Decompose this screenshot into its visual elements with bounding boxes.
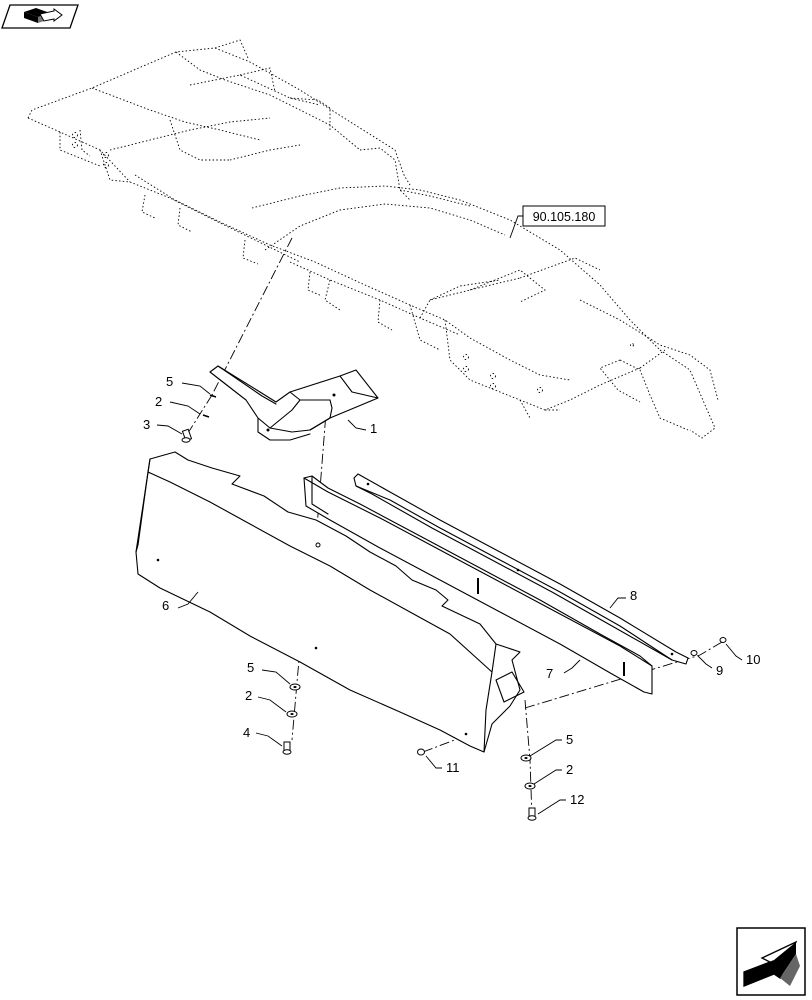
- callout-2-mid[interactable]: 2: [245, 688, 252, 703]
- washer-2-mid-icon: [286, 710, 298, 718]
- callout-6[interactable]: 6: [162, 598, 169, 613]
- rivet-10-icon: [719, 637, 727, 643]
- callout-1[interactable]: 1: [370, 421, 377, 436]
- callout-labels: 1 2 3 5 6 5 2 4 7 8 9 10 11 5 2 12: [143, 374, 760, 807]
- callout-5-mid[interactable]: 5: [247, 660, 254, 675]
- washer-5-mid-icon: [289, 683, 301, 691]
- callout-8[interactable]: 8: [630, 588, 637, 603]
- callout-9[interactable]: 9: [716, 663, 723, 678]
- view-toggle-icon[interactable]: [1, 4, 79, 29]
- washer-5-top-icon: [209, 394, 217, 398]
- washer-5-right-icon: [520, 754, 532, 762]
- bolt-4-icon: [282, 741, 292, 755]
- callout-4[interactable]: 4: [243, 725, 250, 740]
- fasteners: [181, 394, 727, 821]
- next-page-arrow-icon[interactable]: [736, 927, 806, 996]
- callout-11[interactable]: 11: [446, 760, 460, 775]
- rivet-11-icon: [417, 748, 425, 756]
- callout-2-top[interactable]: 2: [155, 394, 162, 409]
- bracket-part[interactable]: [209, 365, 379, 441]
- fender-assembly-phantom: [27, 39, 719, 439]
- screw-3-icon: [181, 428, 193, 443]
- callout-5-top[interactable]: 5: [166, 374, 173, 389]
- callout-3[interactable]: 3: [143, 417, 150, 432]
- washer-2-top-icon: [202, 414, 210, 418]
- callout-2-right[interactable]: 2: [566, 762, 573, 777]
- callout-5-right[interactable]: 5: [566, 732, 573, 747]
- reference-label: 90.105.180: [533, 210, 596, 224]
- washer-2-right-icon: [524, 782, 536, 790]
- callout-leaders: [156, 382, 743, 815]
- reference-box[interactable]: 90.105.180: [509, 205, 606, 239]
- strip-part[interactable]: [303, 475, 653, 695]
- rivet-9-icon: [690, 650, 698, 656]
- bar-part[interactable]: [353, 473, 689, 665]
- callout-10[interactable]: 10: [746, 652, 760, 667]
- callout-7[interactable]: 7: [546, 666, 553, 681]
- bolt-12-icon: [527, 807, 537, 821]
- callout-12[interactable]: 12: [570, 792, 584, 807]
- cover-plate-part[interactable]: [135, 451, 525, 753]
